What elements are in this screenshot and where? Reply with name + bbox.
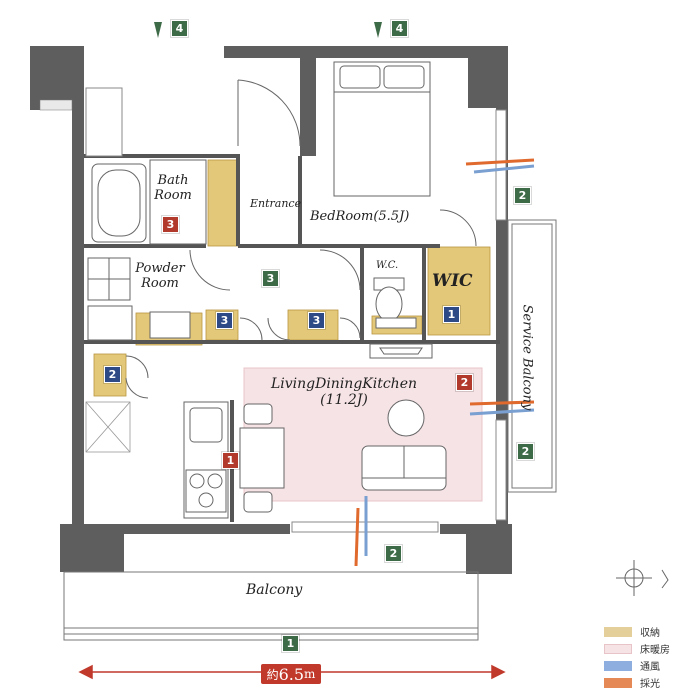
legend-floor-heating: 床暖房 [604,641,670,656]
fridge-space [85,401,131,453]
legend-ventilation: 通風 [604,658,660,673]
bath-room-label: Bath Room [154,173,192,203]
tv-board [369,343,433,359]
legend-swatch-floor-heating [604,643,632,654]
legend-daylight: 採光 [604,675,660,690]
badge-balcony: 1 [282,635,299,652]
kitchen-counter [183,401,229,519]
legend-swatch-ventilation [604,660,632,671]
washing-machine [87,257,191,341]
entrance-label: Entrance [250,197,302,210]
badge-wic: 1 [443,306,460,323]
toilet [373,277,417,329]
balcony-label: Balcony [246,582,303,598]
badge-ldk: 2 [456,374,473,391]
badge-bath: 3 [162,216,179,233]
balcony-frame [63,571,479,641]
service-balcony-frame [507,219,557,493]
wc-label: W.C. [376,260,399,271]
legend-label-floor-heating: 床暖房 [640,645,670,656]
legend-label-storage: 収納 [640,628,660,639]
badge-service-balcony: 2 [517,443,534,460]
bedroom-label: BedRoom(5.5J) [310,209,410,224]
north-markers [154,22,382,38]
dining-table [239,403,285,513]
legend-label-daylight: 採光 [640,679,660,690]
badge-bedroom-window: 2 [514,187,531,204]
dimension-prefix: 約 [266,667,279,682]
badge-storage-right: 3 [308,312,325,329]
sofa [361,399,447,491]
dimension-unit: m [304,667,316,681]
badge-shoe-storage: 2 [104,366,121,383]
legend-label-ventilation: 通風 [640,662,660,673]
dimension-value: 6.5 [278,664,305,684]
badge-ldk-window: 2 [385,545,402,562]
ldk-label: LivingDiningKitchen (11.2J) [270,376,418,409]
legend-storage: 収納 [604,624,660,639]
badge-north-1: 4 [171,20,188,37]
powder-room-label: Powder Room [135,261,185,291]
badge-storage-left: 3 [216,312,233,329]
wic-label: WIC [432,271,473,291]
door-swings [125,79,477,399]
badge-kitchen: 1 [222,452,239,469]
legend-swatch-daylight [604,677,632,688]
badge-hall: 3 [262,270,279,287]
airflow-arrows [354,158,535,567]
badge-north-2: 4 [391,20,408,37]
compass-icon [616,560,669,596]
bed [333,61,431,197]
legend-swatch-storage [604,626,632,637]
service-balcony-label: Service Balcony [519,304,535,411]
